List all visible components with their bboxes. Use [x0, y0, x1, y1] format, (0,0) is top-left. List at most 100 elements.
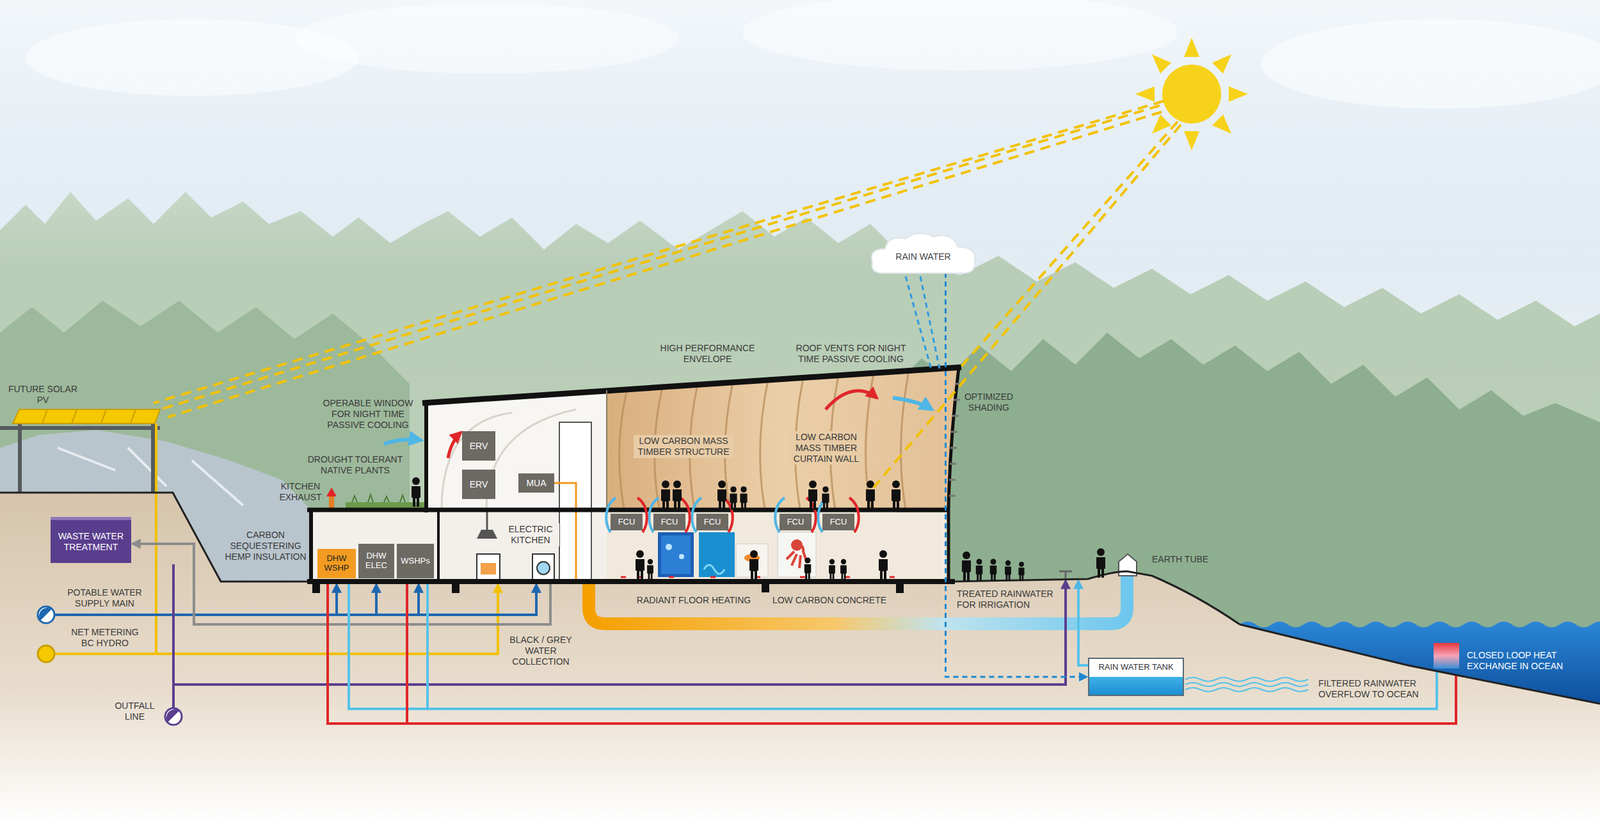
utility-pipes [417, 584, 420, 616]
node-text: WASTE WATER TREATMENT [50, 531, 132, 552]
annotation-label: KITCHEN EXHAUST [276, 481, 325, 504]
solar-rays [160, 105, 1160, 410]
building [606, 390, 608, 511]
utility-pipes [348, 583, 1437, 710]
airflow-arrows [384, 391, 932, 533]
sun [1184, 131, 1200, 151]
service-icons [1059, 571, 1072, 580]
airflow-arrows [384, 439, 422, 445]
equipment-box: WSHPs [396, 544, 434, 579]
people [749, 550, 759, 580]
people [411, 477, 1106, 582]
building [437, 510, 440, 582]
building [679, 554, 685, 560]
building [451, 584, 460, 594]
sun [1184, 37, 1200, 57]
building [620, 576, 895, 579]
node-text: FCU [704, 517, 722, 528]
annotation-label: CLOSED LOOP HEAT EXCHANGE IN OCEAN [1466, 650, 1575, 672]
building [307, 367, 962, 594]
building [312, 584, 320, 594]
building [760, 380, 768, 509]
annotation-label: OPTIMIZED SHADING [960, 391, 1018, 414]
people [635, 550, 645, 580]
people [990, 559, 998, 582]
node-text: FCU [661, 517, 679, 528]
building [326, 487, 337, 497]
utility-pipes [173, 581, 1066, 685]
people [828, 559, 836, 580]
utility-pipes [54, 584, 537, 616]
people [1004, 560, 1012, 582]
rain-lines [920, 276, 940, 369]
building [476, 529, 498, 539]
solar-rays [167, 112, 1162, 418]
annotation-label: LOW CARBON MASS TIMBER CURTAIN WALL [789, 431, 864, 465]
sun [1152, 114, 1172, 134]
node-text: ERV [469, 479, 489, 490]
people [878, 550, 888, 580]
node-text: FCU [830, 517, 848, 528]
forest [0, 0, 1600, 269]
cloud-outline [871, 233, 975, 274]
building [665, 544, 672, 551]
node-text: DHW ELEC [358, 551, 395, 571]
solar-rays [153, 101, 1181, 488]
annotation-label: NET METERING BC HYDRO [65, 627, 144, 649]
fcu-box: FCU [779, 513, 812, 531]
building [761, 584, 770, 593]
people [1018, 561, 1024, 582]
sun [1135, 37, 1248, 151]
service-icons [39, 608, 52, 621]
annotation-label: FILTERED RAINWATER OVERFLOW TO OCEAN [1318, 678, 1424, 701]
service-icons [37, 645, 55, 663]
fcu-box: FCU [822, 513, 855, 531]
solar-rays [960, 121, 1178, 368]
building [606, 512, 949, 581]
building [901, 371, 909, 509]
rain-lines [905, 276, 940, 370]
building [441, 409, 576, 511]
airflow-arrows [892, 398, 932, 410]
ground-line [0, 492, 1240, 625]
building [476, 554, 500, 580]
utility-pipes [327, 583, 1456, 724]
building [309, 510, 313, 582]
node-text: RAIN WATER [895, 251, 951, 262]
people [891, 480, 901, 511]
utility-pipes [335, 584, 338, 616]
node-text: RAIN WATER TANK [1098, 663, 1174, 673]
annotation-label: TREATED RAINWATER FOR IRRIGATION [956, 588, 1060, 611]
ground [0, 492, 1600, 824]
people [976, 559, 984, 582]
annotation-label: DROUGHT TOLERANT NATIVE PLANTS [306, 454, 404, 477]
carport-solar [0, 426, 160, 431]
node-text: FCU [618, 517, 636, 528]
sun [1212, 54, 1232, 74]
building [620, 576, 895, 579]
equipment-box: ERV [462, 469, 496, 500]
annotation-label: BLACK / GREY WATER COLLECTION [503, 634, 579, 667]
people [411, 477, 421, 507]
cloud-outline [867, 227, 980, 276]
airflow-arrows [825, 391, 877, 410]
annotation-label: OUTFALL LINE [110, 700, 159, 723]
building [424, 401, 429, 513]
people [961, 551, 971, 582]
node-text: FCU [787, 517, 805, 528]
solar-rays [153, 101, 1164, 404]
forest [896, 332, 1600, 640]
cloud-node: RAIN WATER [867, 227, 980, 276]
people [729, 486, 737, 511]
node-text: ERV [469, 440, 489, 452]
building [661, 535, 691, 575]
overflow-waves [1185, 682, 1309, 687]
building [480, 563, 496, 575]
equipment-box: DHW WSHP [317, 549, 356, 579]
annotation-label: LOW CARBON CONCRETE [768, 595, 891, 607]
service-icons [166, 709, 180, 723]
